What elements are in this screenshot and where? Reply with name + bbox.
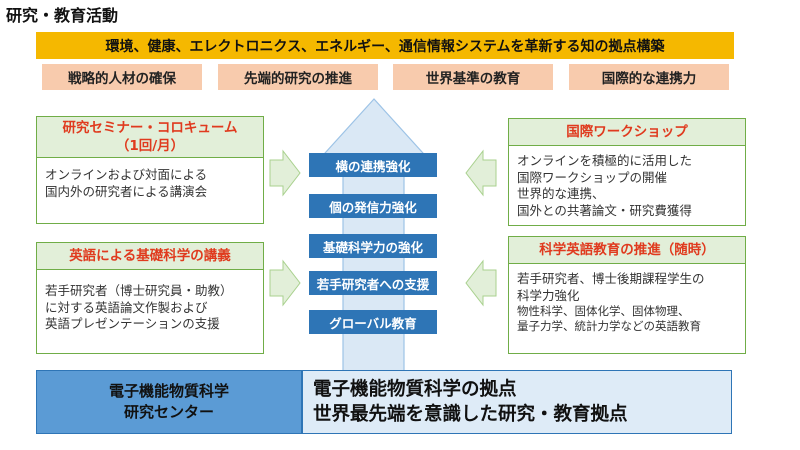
card-line: オンラインを積極的に活用した [517, 153, 693, 168]
card-scientific-english-education: 科学英語教育の推進（随時） 若手研究者、博士後期課程学生の 科学力強化 物性科学… [508, 236, 746, 354]
card-line: 国際ワークショップの開催 [517, 169, 668, 185]
center-item-basic-science: 基礎科学力の強化 [309, 234, 437, 258]
card-line: 若手研究者、博士後期課程学生の [517, 271, 705, 286]
center-item-horizontal-collaboration: 横の連携強化 [309, 153, 437, 177]
left-arrow-top [269, 149, 301, 197]
pillar-strategic-talent: 戦略的人材の確保 [42, 64, 202, 90]
card-body: 若手研究者（博士研究員・助教） に対する英語論文作製および 英語プレゼンテーショ… [37, 283, 263, 353]
card-title: 研究セミナー・コロキューム [62, 120, 238, 136]
card-line: オンラインおよび対面による [45, 167, 208, 182]
card-line: に対する英語論文作製および [45, 299, 208, 315]
center-name-line2: 研究センター [123, 403, 214, 421]
card-line: 科学力強化 [517, 287, 580, 303]
left-arrow-bottom [269, 259, 301, 307]
card-line: 国外との共著論文・研究費獲得 [517, 202, 692, 218]
right-arrow-top [465, 149, 497, 197]
mission-statement-box: 電子機能物質科学の拠点 世界最先端を意識した研究・教育拠点 [302, 370, 732, 434]
card-body: オンラインおよび対面による 国内外の研究者による講演会 [37, 167, 263, 223]
mission-line2: 世界最先端を意識した研究・教育拠点 [313, 404, 628, 425]
mission-banner: 環境、健康、エレクトロニクス、エネルギー、通信情報システムを革新する知の拠点構築 [36, 32, 734, 59]
center-item-global-education: グローバル教育 [309, 310, 437, 334]
pillar-international-collaboration: 国際的な連携力 [569, 64, 729, 90]
card-line: 国内外の研究者による講演会 [45, 183, 208, 199]
card-line: 英語プレゼンテーションの支援 [45, 316, 220, 331]
card-line-small: 物性科学、固体化学、固体物理、 [517, 304, 690, 318]
mission-line1: 電子機能物質科学の拠点 [313, 379, 517, 400]
card-body: オンラインを積極的に活用した 国際ワークショップの開催 世界的な連携、 国外との… [509, 153, 745, 225]
card-title-frequency: （1回/月） [115, 138, 185, 154]
card-line: 世界的な連携、 [517, 186, 605, 201]
card-line: 若手研究者（博士研究員・助教） [45, 283, 233, 298]
card-research-seminar: 研究セミナー・コロキューム （1回/月） オンラインおよび対面による 国内外の研… [36, 116, 264, 224]
card-english-science-lecture: 英語による基礎科学の講義 若手研究者（博士研究員・助教） に対する英語論文作製お… [36, 242, 264, 354]
card-header: 研究セミナー・コロキューム （1回/月） [37, 117, 263, 158]
center-item-young-researcher-support: 若手研究者への支援 [309, 271, 437, 295]
pillar-global-education: 世界基準の教育 [393, 64, 553, 90]
page-title: 研究・教育活動 [6, 6, 119, 25]
card-line-small: 量子力学、統計力学などの英語教育 [517, 319, 701, 333]
right-arrow-bottom [465, 259, 497, 307]
card-header: 科学英語教育の推進（随時） [509, 237, 745, 264]
center-name-box: 電子機能物質科学 研究センター [36, 370, 302, 434]
center-item-individual-outreach: 個の発信力強化 [309, 194, 437, 218]
card-international-workshop: 国際ワークショップ オンラインを積極的に活用した 国際ワークショップの開催 世界… [508, 118, 746, 226]
card-header: 国際ワークショップ [509, 119, 745, 146]
center-name-line1: 電子機能物質科学 [108, 382, 229, 400]
card-title: 国際ワークショップ [566, 124, 688, 140]
pillar-advanced-research: 先端的研究の推進 [218, 64, 378, 90]
card-header: 英語による基礎科学の講義 [37, 243, 263, 270]
card-title: 英語による基礎科学の講義 [69, 248, 231, 264]
card-body: 若手研究者、博士後期課程学生の 科学力強化 物性科学、固体化学、固体物理、 量子… [509, 271, 745, 353]
card-title: 科学英語教育の推進（随時） [539, 242, 715, 258]
